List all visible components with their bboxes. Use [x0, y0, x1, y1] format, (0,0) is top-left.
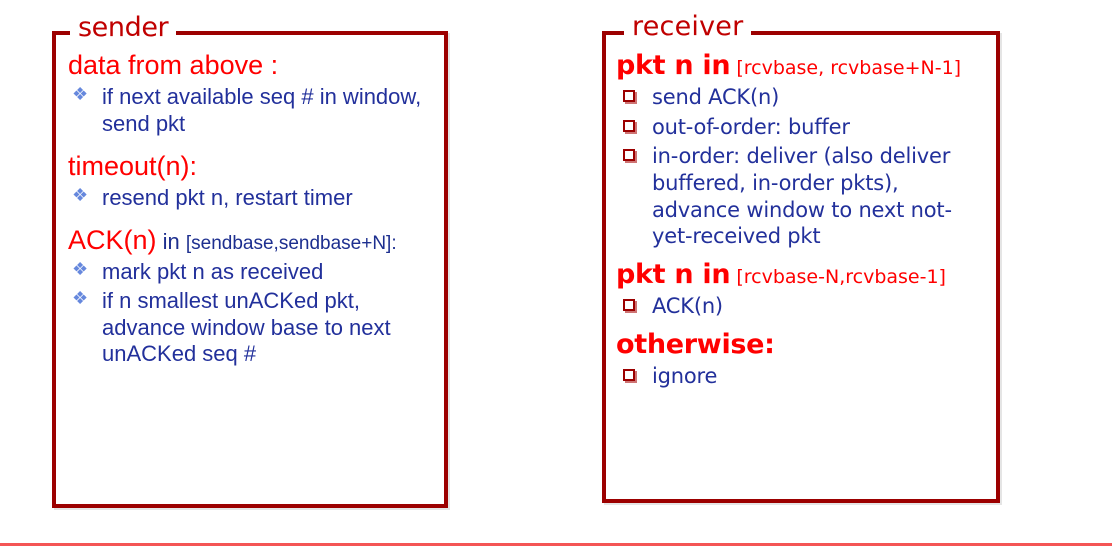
receiver-list-pkt-below-window: ACK(n): [614, 293, 986, 320]
bottom-divider: [0, 543, 1112, 546]
list-item-label: ignore: [652, 364, 718, 389]
sender-heading-main: ACK(n): [68, 224, 157, 255]
list-item: ❖ mark pkt n as received: [64, 259, 434, 286]
list-item-label: resend pkt n, restart timer: [102, 184, 353, 210]
list-item: in-order: deliver (also deliver buffered…: [614, 143, 986, 250]
sender-list-data-from-above: ❖ if next available seq # in window, sen…: [64, 84, 434, 138]
floret-bullet-icon: ❖: [72, 84, 89, 105]
sender-panel-body: data from above : ❖ if next available se…: [56, 35, 444, 368]
list-item: out-of-order: buffer: [614, 114, 986, 141]
list-item-label: send ACK(n): [652, 85, 780, 110]
receiver-heading-main: otherwise:: [616, 328, 775, 360]
sender-list-ack: ❖ mark pkt n as received ❖ if n smallest…: [64, 259, 434, 368]
list-item: ❖ resend pkt n, restart timer: [64, 185, 434, 212]
receiver-panel-legend: receiver: [624, 13, 752, 40]
list-item: ❖ if next available seq # in window, sen…: [64, 84, 434, 138]
square-bullet-icon: [623, 369, 635, 382]
list-item: send ACK(n): [614, 84, 986, 111]
list-item: ignore: [614, 363, 986, 390]
list-item-label: if next available seq # in window, send …: [102, 84, 422, 136]
sender-heading-connector: in: [156, 228, 186, 254]
receiver-heading-otherwise: otherwise:: [616, 330, 986, 359]
list-item-label: if n smallest unACKed pkt, advance windo…: [102, 287, 391, 367]
square-bullet-icon: [623, 90, 635, 103]
list-item-label: out-of-order: buffer: [652, 114, 850, 139]
sender-heading-range: [sendbase,sendbase+N]:: [185, 232, 397, 254]
list-item: ❖ if n smallest unACKed pkt, advance win…: [64, 288, 434, 368]
square-bullet-icon: [623, 119, 635, 132]
sender-heading-timeout: timeout(n):: [68, 150, 434, 181]
floret-bullet-icon: ❖: [72, 258, 89, 279]
list-item: ACK(n): [614, 293, 986, 320]
sender-heading-data-from-above: data from above :: [68, 50, 434, 80]
sender-heading-ack: ACK(n) in [sendbase,sendbase+N]:: [68, 224, 434, 255]
receiver-heading-pkt-in-window: pkt n in [rcvbase, rcvbase+N-1]: [616, 51, 986, 80]
sender-panel-legend: sender: [70, 14, 177, 41]
sender-heading-main: timeout(n):: [68, 150, 198, 181]
receiver-list-pkt-in-window: send ACK(n) out-of-order: buffer in-orde…: [614, 84, 986, 250]
floret-bullet-icon: ❖: [72, 287, 89, 308]
sender-panel: sender data from above : ❖ if next avail…: [52, 14, 448, 508]
square-bullet-icon: [623, 149, 635, 162]
receiver-heading-range: [rcvbase, rcvbase+N-1]: [730, 57, 962, 79]
square-bullet-icon: [623, 299, 635, 312]
list-item-label: ACK(n): [652, 294, 723, 319]
sender-list-timeout: ❖ resend pkt n, restart timer: [64, 185, 434, 212]
receiver-panel: receiver pkt n in [rcvbase, rcvbase+N-1]…: [602, 13, 1000, 503]
receiver-heading-range: [rcvbase-N,rcvbase-1]: [730, 266, 946, 289]
list-item-label: in-order: deliver (also deliver buffered…: [652, 144, 952, 249]
receiver-heading-main: pkt n in: [616, 50, 731, 81]
receiver-heading-main: pkt n in: [616, 259, 731, 291]
floret-bullet-icon: ❖: [72, 184, 89, 205]
sender-heading-main: data from above :: [68, 50, 279, 80]
list-item-label: mark pkt n as received: [102, 258, 324, 284]
receiver-panel-body: pkt n in [rcvbase, rcvbase+N-1] send ACK…: [606, 35, 996, 390]
receiver-heading-pkt-below-window: pkt n in [rcvbase-N,rcvbase-1]: [616, 260, 986, 289]
receiver-list-otherwise: ignore: [614, 363, 986, 390]
